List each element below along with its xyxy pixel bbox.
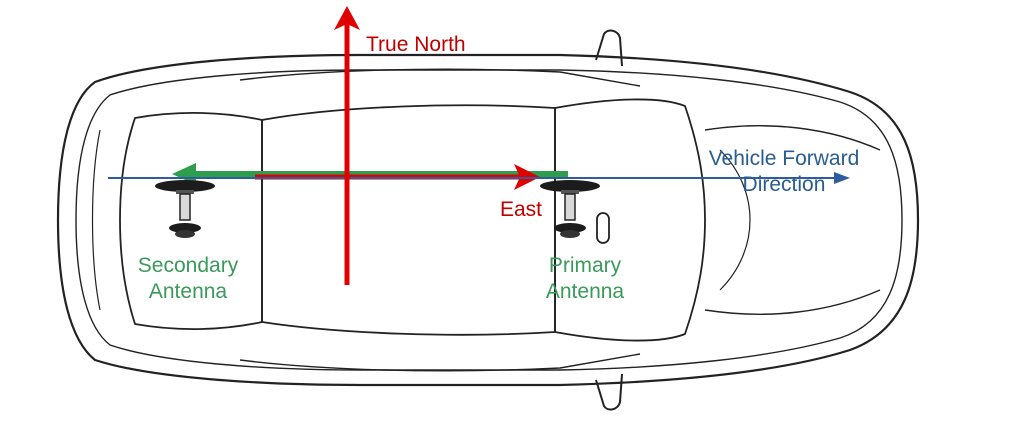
antenna-baseline-arrowhead: [172, 163, 196, 185]
primary-antenna-line2: Antenna: [545, 280, 625, 303]
side-window-bottom: [239, 353, 641, 372]
car-body: [56, 53, 920, 387]
north-arrowhead: [334, 6, 360, 30]
primary-antenna-icon: [540, 180, 600, 238]
primary-antenna-label: Primary Antenna: [546, 253, 624, 305]
east-label: East: [500, 198, 543, 221]
vehicle-forward-line2: Direction: [742, 173, 826, 196]
trunk-line: [91, 129, 101, 311]
mirror-bottom: [595, 373, 623, 411]
secondary-antenna-line2: Antenna: [148, 280, 228, 303]
car-outline: [56, 29, 920, 411]
true-north-label: True North: [366, 33, 466, 56]
mirror-top: [595, 29, 623, 67]
vehicle-forward-label: Vehicle Forward Direction: [709, 146, 860, 198]
primary-antenna-line1: Primary: [548, 254, 622, 277]
hood-center: [719, 149, 751, 291]
rear-window: [119, 112, 263, 330]
secondary-antenna-line1: Secondary: [137, 254, 239, 277]
secondary-antenna-label: Secondary Antenna: [138, 253, 238, 305]
side-window-top: [239, 68, 641, 87]
car-body-inner: [75, 69, 903, 371]
hood-line-bottom: [704, 289, 881, 315]
vehicle-forward-line1: Vehicle Forward: [708, 147, 860, 170]
windshield: [554, 98, 706, 342]
forward-arrowhead: [834, 172, 850, 184]
roof-slot: [596, 212, 610, 244]
secondary-antenna-icon: [155, 180, 215, 238]
hood-line-top: [704, 125, 881, 151]
